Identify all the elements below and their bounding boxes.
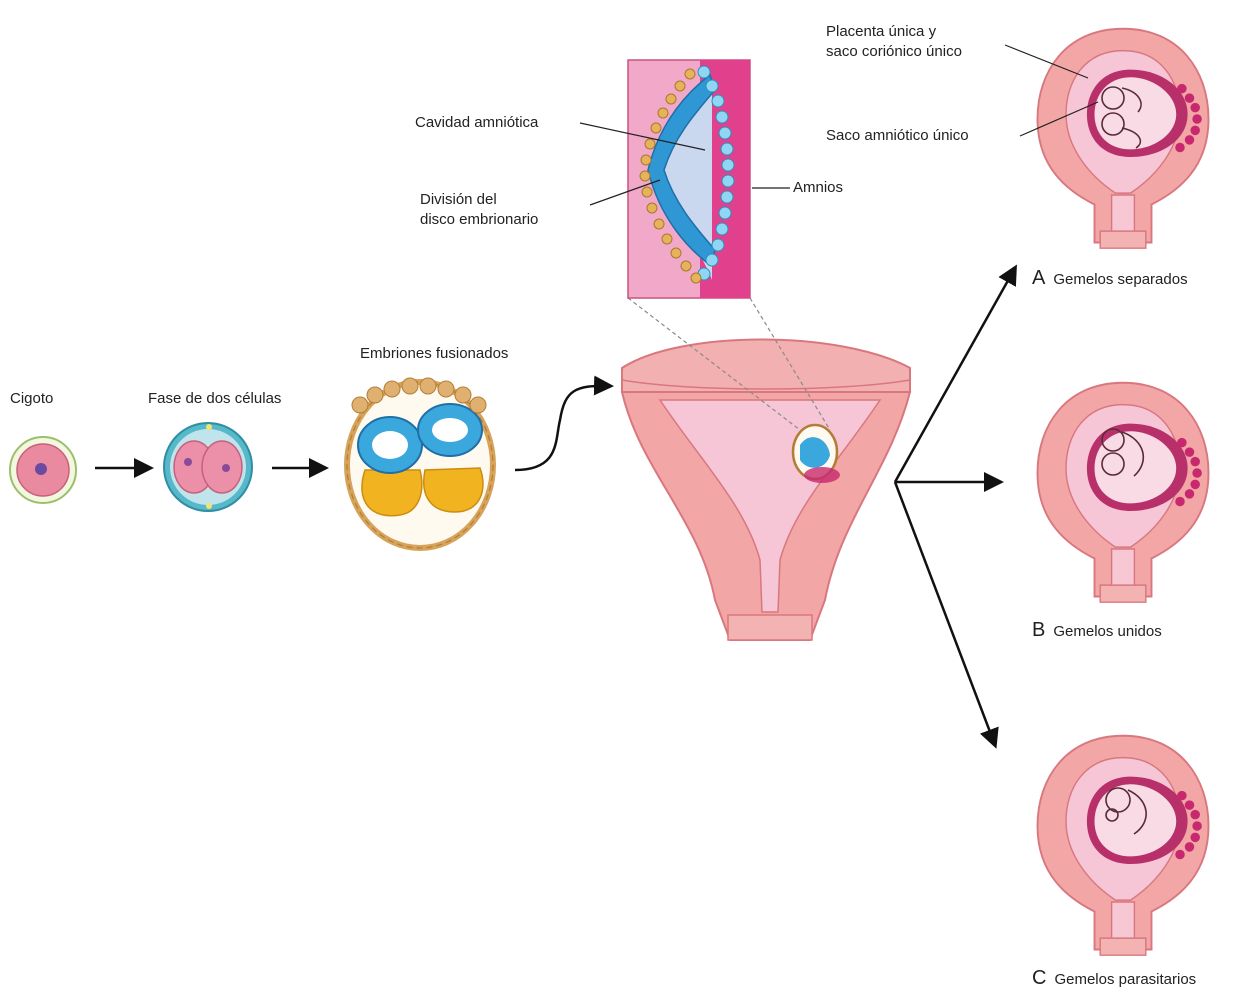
outcome-b-label: B Gemelos unidos bbox=[1032, 620, 1162, 642]
two-cell-stage bbox=[164, 423, 252, 511]
outcome-a-label: A Gemelos separados bbox=[1032, 268, 1188, 290]
outcome-c-uterus bbox=[1038, 736, 1209, 955]
label-disc-division-1: División del bbox=[420, 190, 497, 210]
outcome-b-text: Gemelos unidos bbox=[1053, 623, 1161, 640]
inset-detail bbox=[628, 60, 750, 298]
outcome-a-uterus bbox=[1038, 29, 1209, 248]
label-zygote: Cigoto bbox=[10, 389, 53, 409]
fused-embryos bbox=[347, 378, 493, 548]
outcome-c-label: C Gemelos parasitarios bbox=[1032, 968, 1196, 990]
outcome-a-letter: A bbox=[1032, 267, 1045, 289]
zygote bbox=[10, 437, 76, 503]
branch-arrows bbox=[895, 268, 1015, 745]
label-amniotic-cavity: Cavidad amniótica bbox=[415, 113, 538, 133]
outcome-c-text: Gemelos parasitarios bbox=[1054, 971, 1196, 988]
label-single-sac: Saco amniótico único bbox=[826, 126, 969, 146]
label-placenta-1: Placenta única y bbox=[826, 22, 936, 42]
outcome-b-uterus bbox=[1038, 383, 1209, 602]
label-disc-division-2: disco embrionario bbox=[420, 210, 538, 230]
outcome-a-text: Gemelos separados bbox=[1053, 271, 1187, 288]
label-placenta-2: saco coriónico único bbox=[826, 42, 962, 62]
label-two-cell: Fase de dos células bbox=[148, 389, 281, 409]
outcome-b-letter: B bbox=[1032, 619, 1045, 641]
outcome-c-letter: C bbox=[1032, 967, 1046, 989]
label-amnion: Amnios bbox=[793, 178, 843, 198]
central-uterus bbox=[622, 340, 910, 641]
label-fused: Embriones fusionados bbox=[360, 344, 508, 364]
